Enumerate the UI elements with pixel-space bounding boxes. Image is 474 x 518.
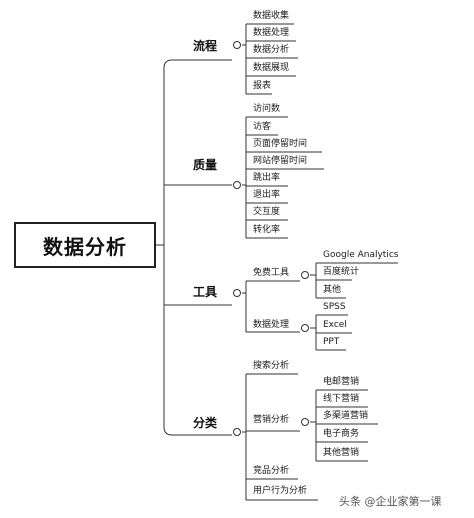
leaf-node[interactable]: 页面停留时间 [253, 139, 308, 149]
leaf-node[interactable]: 数据分析 [253, 45, 290, 55]
leaf-node[interactable]: 数据收集 [253, 11, 290, 21]
leaf-node[interactable]: 其他 [323, 285, 342, 295]
leaf-node[interactable]: 数据展现 [253, 63, 290, 73]
leaf-node[interactable]: Google Analytics [323, 250, 399, 260]
flow-collapse-icon [233, 41, 241, 49]
leaf-node[interactable]: 竞品分析 [253, 466, 290, 476]
group-data-processing[interactable]: 数据处理 [253, 320, 290, 330]
leaf-node[interactable]: 访问数 [253, 104, 281, 114]
leaf-node[interactable]: 线下营销 [323, 394, 360, 404]
group-free-tools[interactable]: 免费工具 [253, 268, 290, 278]
leaf-node[interactable]: 访客 [253, 122, 272, 132]
leaf-node[interactable]: 搜索分析 [253, 361, 290, 371]
leaf-node[interactable]: 交互度 [253, 207, 281, 217]
tools-collapse-icon [233, 289, 241, 297]
marketing-collapse-icon [301, 418, 309, 426]
branch-flow[interactable]: 流程 [193, 39, 218, 53]
leaf-node[interactable]: 其他营销 [323, 448, 360, 458]
branch-quality[interactable]: 质量 [193, 158, 218, 172]
leaf-node[interactable]: 百度统计 [323, 267, 360, 277]
category-collapse-icon [233, 428, 241, 436]
leaf-node[interactable]: 电邮营销 [323, 377, 360, 387]
leaf-node[interactable]: 多渠道营销 [323, 411, 369, 421]
main-spine [163, 59, 173, 436]
leaf-node[interactable]: 电子商务 [323, 429, 360, 439]
quality-collapse-icon [233, 181, 241, 189]
branch-tools[interactable]: 工具 [193, 285, 218, 299]
leaf-node[interactable]: PPT [323, 337, 340, 347]
leaf-node[interactable]: SPSS [323, 302, 346, 312]
branch-category[interactable]: 分类 [193, 416, 218, 430]
group-marketing[interactable]: 营销分析 [253, 415, 290, 425]
leaf-node[interactable]: 用户行为分析 [253, 486, 308, 496]
root-node-label: 数据分析 [43, 234, 127, 259]
leaf-node[interactable]: 转化率 [253, 225, 281, 235]
leaf-node[interactable]: 报表 [253, 81, 272, 91]
leaf-node[interactable]: 网站停留时间 [253, 156, 308, 166]
leaf-node[interactable]: 退出率 [253, 190, 281, 200]
leaf-node[interactable]: 数据处理 [253, 28, 290, 38]
watermark: 头条 @企业家第一课 [339, 495, 442, 508]
leaf-node[interactable]: 跳出率 [253, 173, 281, 183]
data-processing-collapse-icon [301, 324, 309, 332]
root-node-box[interactable] [14, 222, 156, 268]
free-tools-collapse-icon [301, 271, 309, 279]
leaf-node[interactable]: Excel [323, 320, 347, 330]
